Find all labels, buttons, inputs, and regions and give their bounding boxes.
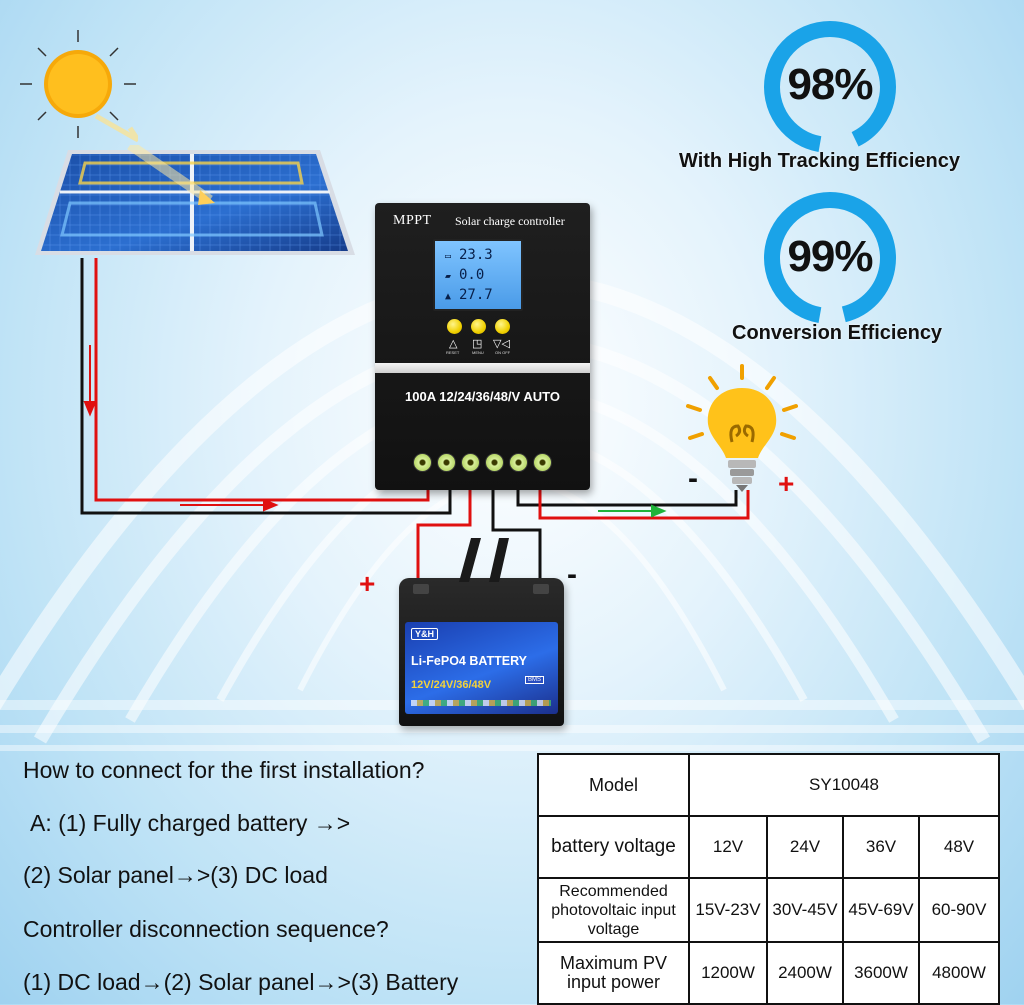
sun-icon — [20, 30, 138, 143]
table-cell: 3600W — [842, 941, 920, 1005]
triangle-up-icon: △ — [449, 338, 458, 350]
load-minus-sign: - — [688, 462, 698, 495]
lcd-screen: ▭ 23.3 ▰ 0.0 ▲ 27.7 — [433, 239, 523, 311]
table-cell: 12V — [688, 815, 768, 879]
terminal-block — [413, 453, 553, 473]
table-cell: 24V — [766, 815, 844, 879]
light-bulb-icon — [686, 364, 798, 492]
table-row: Maximum PV input power 1200W 2400W 3600W… — [537, 941, 1001, 1005]
efficiency-label-1: With High Tracking Efficiency — [679, 150, 960, 172]
panel-negative-wire — [80, 258, 452, 515]
lcd-line-1: 23.3 — [459, 247, 493, 263]
disconnect-question: Controller disconnection sequence? — [23, 916, 389, 942]
terminal-battery-neg — [485, 453, 504, 472]
table-cell: 1200W — [688, 941, 768, 1005]
terminal-load-neg — [509, 453, 528, 472]
lifepo4-battery: Y&H Li-FePO4 BATTERY 12V/24V/36/48V BMS — [399, 538, 564, 726]
row-label-pv-voltage: Recommended photovoltaic input voltage — [537, 877, 690, 943]
battery-bms-badge: BMS — [525, 676, 545, 684]
battery-plus-sign: + — [359, 568, 376, 599]
lcd-line-2: 0.0 — [459, 267, 485, 283]
load-positive-wire — [538, 478, 750, 520]
terminal-solar-pos — [437, 453, 456, 472]
onoff-button[interactable] — [495, 319, 510, 334]
efficiency-ring-2 — [764, 192, 896, 324]
onoff-label: ON OFF — [495, 350, 511, 355]
flow-arrow-down — [83, 345, 97, 417]
flow-arrow-green — [598, 504, 667, 518]
flow-arrow-right — [180, 498, 279, 512]
table-cell: 45V-69V — [842, 877, 920, 943]
menu-icon: ◳ — [472, 338, 483, 350]
table-cell: 36V — [842, 815, 920, 879]
battery-decor-bar — [411, 700, 551, 706]
battery-terminal-negative — [533, 584, 549, 594]
row-label-battery-voltage: battery voltage — [537, 815, 690, 879]
controller-strip — [375, 363, 590, 373]
table-cell: 60-90V — [917, 877, 1001, 943]
terminal-solar-neg — [413, 453, 432, 472]
panel-icon: ▰ — [445, 271, 452, 282]
arrow-up-icon: ▲ — [445, 291, 452, 302]
table-cell: 30V-45V — [766, 877, 844, 943]
menu-label: MENU — [472, 350, 484, 355]
table-row: Model SY10048 — [537, 753, 1001, 817]
battery-terminal-positive — [413, 584, 429, 594]
battery-brand: Y&H — [411, 628, 439, 640]
mppt-controller: MPPT Solar charge controller ▭ 23.3 ▰ 0.0 … — [375, 203, 590, 490]
efficiency-label-2: Conversion Efficiency — [732, 322, 943, 344]
table-cell: 48V — [917, 815, 1001, 879]
controller-buttons: △ ◳ ▽◁ RESET MENU ON OFF — [443, 319, 523, 359]
model-value: SY10048 — [687, 753, 1001, 817]
table-cell: 2400W — [766, 941, 844, 1005]
reset-button[interactable] — [447, 319, 462, 334]
efficiency-ring-1 — [764, 21, 896, 153]
solar-panel-icon — [35, 145, 355, 255]
install-step-b: (2) Solar panel→>(3) DC load — [23, 862, 328, 888]
table-row: Recommended photovoltaic input voltage 1… — [537, 877, 1001, 943]
row-label-pv-power: Maximum PV input power — [537, 941, 690, 1005]
efficiency-value-2: 99% — [787, 232, 873, 281]
battery-icon: ▭ — [445, 251, 452, 262]
battery-handle-icon — [459, 538, 509, 582]
controller-subtitle: Solar charge controller — [455, 214, 565, 228]
battery-voltage: 12V/24V/36/48V — [411, 679, 492, 691]
table-cell: 15V-23V — [688, 877, 768, 943]
triangle-down-power-icon: ▽◁ — [493, 338, 510, 350]
battery-label: Y&H Li-FePO4 BATTERY 12V/24V/36/48V BMS — [405, 622, 558, 714]
table-cell: 4800W — [917, 941, 1001, 1005]
efficiency-value-1: 98% — [787, 60, 873, 109]
model-label: Model — [537, 753, 690, 817]
terminal-load-pos — [533, 453, 552, 472]
spec-table: Model SY10048 battery voltage 12V 24V 36… — [537, 753, 1001, 1005]
disconnect-steps: (1) DC load→(2) Solar panel→>(3) Battery — [23, 969, 459, 995]
battery-minus-sign: - — [567, 558, 577, 591]
load-plus-sign: + — [778, 468, 795, 499]
controller-rating: 100A 12/24/36/48/V AUTO — [405, 389, 560, 404]
menu-button[interactable] — [471, 319, 486, 334]
reset-label: RESET — [446, 350, 460, 355]
lcd-line-3: 27.7 — [459, 287, 493, 303]
install-step-a: A: (1) Fully charged battery →> — [30, 810, 351, 836]
battery-positive-wire — [416, 478, 472, 592]
table-row: battery voltage 12V 24V 36V 48V — [537, 815, 1001, 879]
load-negative-wire — [516, 478, 738, 507]
battery-name: Li-FePO4 BATTERY — [411, 654, 527, 668]
terminal-battery-pos — [461, 453, 480, 472]
battery-negative-wire — [491, 478, 542, 592]
controller-brand: MPPT — [393, 213, 432, 228]
install-question: How to connect for the first installatio… — [23, 757, 425, 783]
